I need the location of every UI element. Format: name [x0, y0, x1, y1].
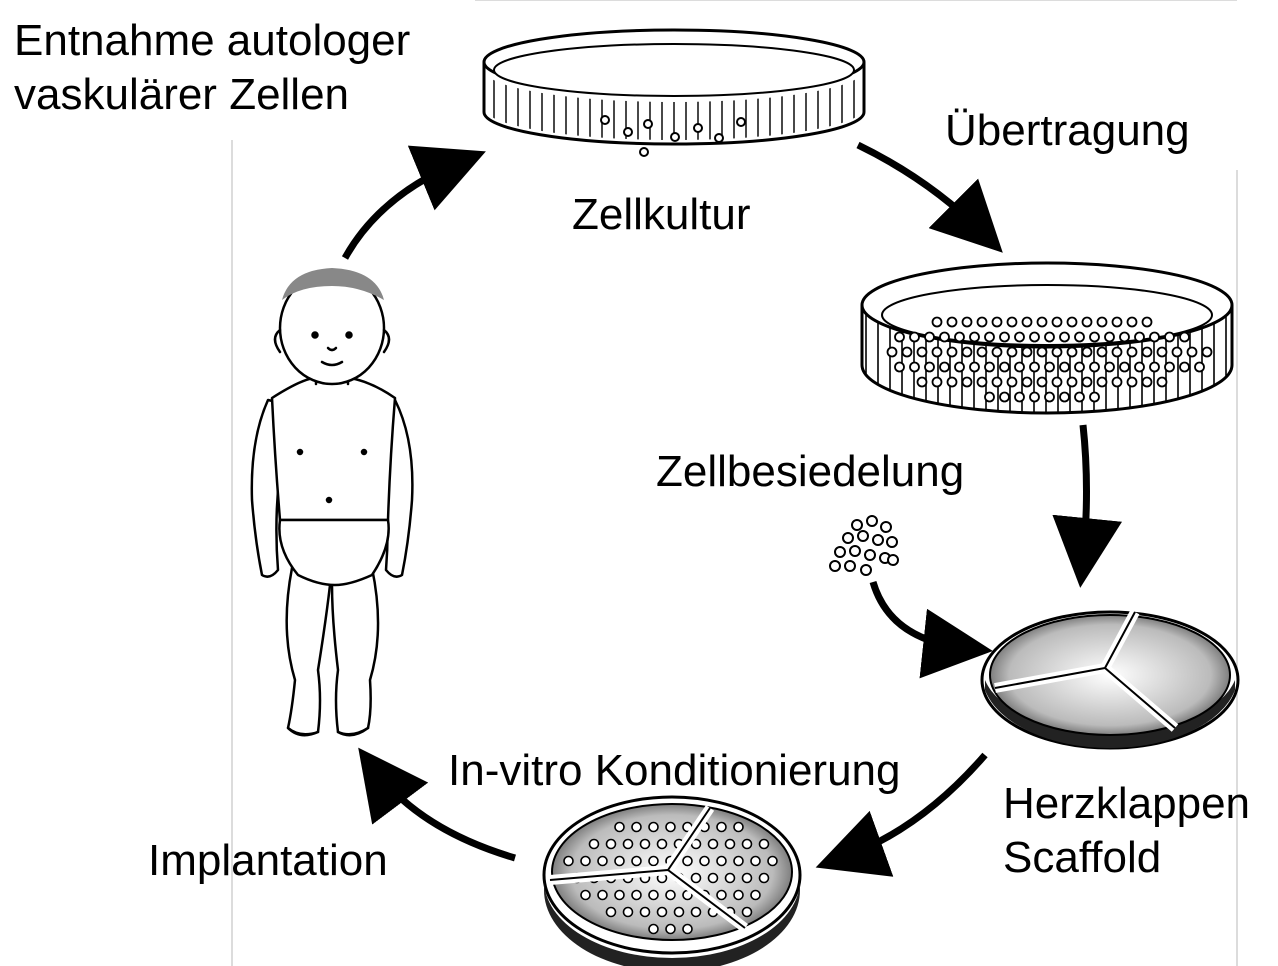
label-scaffold-line1: Herzklappen: [1003, 777, 1250, 831]
label-cell-seeding: Zellbesiedelung: [656, 445, 964, 499]
label-harvest: Entnahme autologer vaskulärer Zellen: [14, 14, 410, 122]
label-scaffold-line2: Scaffold: [1003, 831, 1250, 885]
label-harvest-line1: Entnahme autologer: [14, 14, 410, 68]
petri-dish-sparse-icon: [484, 30, 864, 156]
label-conditioning: In-vitro Konditionierung: [448, 744, 900, 798]
heart-valve-seeded-icon: [544, 797, 800, 966]
arrow-to-scaffold: [1083, 425, 1087, 560]
arrow-harvest: [345, 162, 460, 258]
baby-figure-icon: [252, 268, 413, 735]
label-transfer: Übertragung: [945, 104, 1190, 158]
arrow-seeding: [873, 582, 965, 648]
label-cell-culture: Zellkultur: [572, 188, 751, 242]
petri-dish-full-icon: [862, 263, 1232, 413]
label-scaffold: Herzklappen Scaffold: [1003, 777, 1250, 885]
label-harvest-line2: vaskulärer Zellen: [14, 68, 410, 122]
label-implantation: Implantation: [148, 834, 388, 888]
cell-cluster-icon: [830, 516, 898, 575]
arrow-transfer: [858, 145, 983, 233]
heart-valve-scaffold-icon: [982, 612, 1238, 748]
